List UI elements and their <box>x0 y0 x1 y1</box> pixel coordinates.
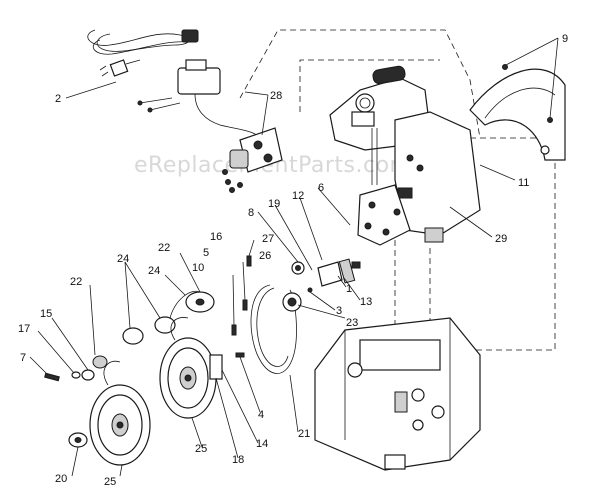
auger-pulley-upper <box>122 290 215 345</box>
callout-16: 16 <box>210 231 222 243</box>
callout-23: 23 <box>346 317 358 329</box>
callout-20: 20 <box>55 473 67 485</box>
idler-pulley-assembly <box>282 258 361 312</box>
callout-15: 15 <box>40 308 52 320</box>
callout-26: 26 <box>259 250 271 262</box>
callout-labels: 2 28 9 11 29 6 12 19 8 1 13 3 23 27 26 1… <box>18 33 568 488</box>
large-pulley-left <box>89 360 151 466</box>
callout-27: 27 <box>262 233 274 245</box>
chassis-frame <box>314 317 481 471</box>
callout-9: 9 <box>562 33 568 45</box>
callout-28: 28 <box>270 90 282 102</box>
drive-belt <box>250 284 297 374</box>
callout-11: 11 <box>518 177 529 189</box>
callout-10: 10 <box>192 262 204 274</box>
callout-29: 29 <box>495 233 507 245</box>
callout-8: 8 <box>248 207 254 219</box>
callout-7: 7 <box>20 352 26 364</box>
callout-5: 5 <box>203 247 209 259</box>
electric-starter <box>137 59 283 193</box>
callout-13: 13 <box>360 296 372 308</box>
callout-2: 2 <box>55 93 61 105</box>
callout-3: 3 <box>336 305 342 317</box>
callout-24-left: 24 <box>117 253 129 265</box>
callout-14: 14 <box>256 438 268 450</box>
callout-17: 17 <box>18 323 30 335</box>
callout-22-lower: 22 <box>70 276 82 288</box>
callout-4: 4 <box>258 409 264 421</box>
callout-21: 21 <box>298 428 310 440</box>
callout-6: 6 <box>318 182 324 194</box>
bolts <box>231 255 252 358</box>
callout-22-upper: 22 <box>158 242 170 254</box>
callout-19: 19 <box>268 198 280 210</box>
leader-lines <box>29 37 559 477</box>
callout-1: 1 <box>346 283 352 295</box>
belt-cover <box>469 64 566 161</box>
callout-25-right: 25 <box>195 443 207 455</box>
engine <box>329 65 481 246</box>
power-cord <box>87 29 199 77</box>
large-pulley-right <box>159 317 223 419</box>
callout-12: 12 <box>292 190 304 202</box>
callout-18: 18 <box>232 454 244 466</box>
callout-25-left: 25 <box>104 476 116 488</box>
callout-24-right: 24 <box>148 265 160 277</box>
small-hardware <box>44 355 108 448</box>
